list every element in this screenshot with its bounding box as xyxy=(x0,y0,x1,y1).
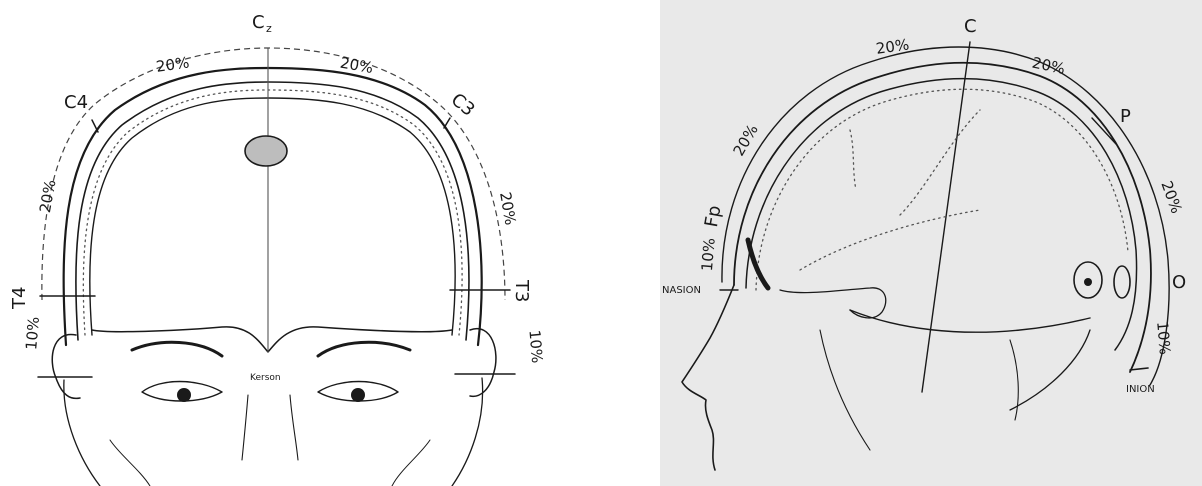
label-signature: Kerson xyxy=(250,373,281,383)
nose-left xyxy=(242,395,248,460)
skull-base xyxy=(850,310,1090,332)
frontal-sinus xyxy=(748,240,768,288)
label-pct-back: 20% xyxy=(1157,178,1185,215)
frontal-marks xyxy=(850,130,856,190)
occipital-curve xyxy=(1010,330,1090,410)
label-fp: Fp xyxy=(701,204,725,229)
c3-tick xyxy=(444,118,450,128)
right-cheek xyxy=(392,440,430,486)
face-right-contour xyxy=(452,378,483,486)
label-c4: C4 xyxy=(64,92,88,113)
left-cheek xyxy=(110,440,150,486)
brain-base xyxy=(92,327,452,352)
label-pct-left-low: 10% xyxy=(22,316,43,351)
diploe-band xyxy=(83,90,462,335)
c4-tick xyxy=(92,120,98,132)
label-pct-left-side: 20% xyxy=(36,178,60,214)
ventricle-outline xyxy=(900,110,980,215)
label-cz-sub: z xyxy=(266,22,272,35)
inion-tick xyxy=(1130,368,1148,370)
ventricle xyxy=(245,136,287,166)
right-eyebrow xyxy=(318,342,410,356)
orbit xyxy=(780,288,886,318)
lateral-sulcus xyxy=(800,210,980,270)
p-tick xyxy=(1092,118,1116,144)
nose-right xyxy=(290,395,298,460)
label-cz: C xyxy=(252,12,265,33)
label-t4: T4 xyxy=(9,287,30,310)
label-pct-right-side: 20% xyxy=(496,191,520,227)
label-o: O xyxy=(1172,272,1186,293)
coronal-view-panel: C z C4 C3 T4 T3 20% 20% 20% 20% 10% 10% … xyxy=(0,0,560,486)
label-pct-front-low: 10% xyxy=(698,237,719,272)
skull-inner xyxy=(90,98,455,335)
right-pupil xyxy=(351,388,365,402)
ear-canal-inner xyxy=(1084,278,1092,286)
label-pct-right-low: 10% xyxy=(525,329,546,364)
measurement-arc xyxy=(42,48,505,300)
label-c: C xyxy=(964,16,977,37)
label-inion: INION xyxy=(1126,384,1155,395)
coronal-head-drawing: C z C4 C3 T4 T3 20% 20% 20% 20% 10% 10% … xyxy=(0,0,560,486)
left-pupil xyxy=(177,388,191,402)
label-p: P xyxy=(1120,106,1131,127)
label-nasion: NASION xyxy=(662,285,701,296)
label-pct-front: 20% xyxy=(730,121,762,159)
label-t3: T3 xyxy=(511,279,532,302)
jaw-line xyxy=(820,330,870,450)
scalp-outline xyxy=(734,63,1151,372)
label-pct-left-top: 20% xyxy=(155,53,191,75)
diploe-band xyxy=(756,89,1128,290)
skull-outer xyxy=(76,82,469,340)
label-pct-back-low: 10% xyxy=(1153,321,1174,356)
mastoid xyxy=(1114,266,1130,298)
left-eyebrow xyxy=(132,342,222,356)
scalp-outline xyxy=(64,68,482,345)
face-profile xyxy=(682,285,734,470)
sagittal-head-drawing: C P O Fp 20% 20% 20% 20% 10% 10% NASION … xyxy=(660,0,1202,486)
label-pct-top-left: 20% xyxy=(875,35,911,57)
sagittal-view-panel: C P O Fp 20% 20% 20% 20% 10% 10% NASION … xyxy=(660,0,1202,486)
